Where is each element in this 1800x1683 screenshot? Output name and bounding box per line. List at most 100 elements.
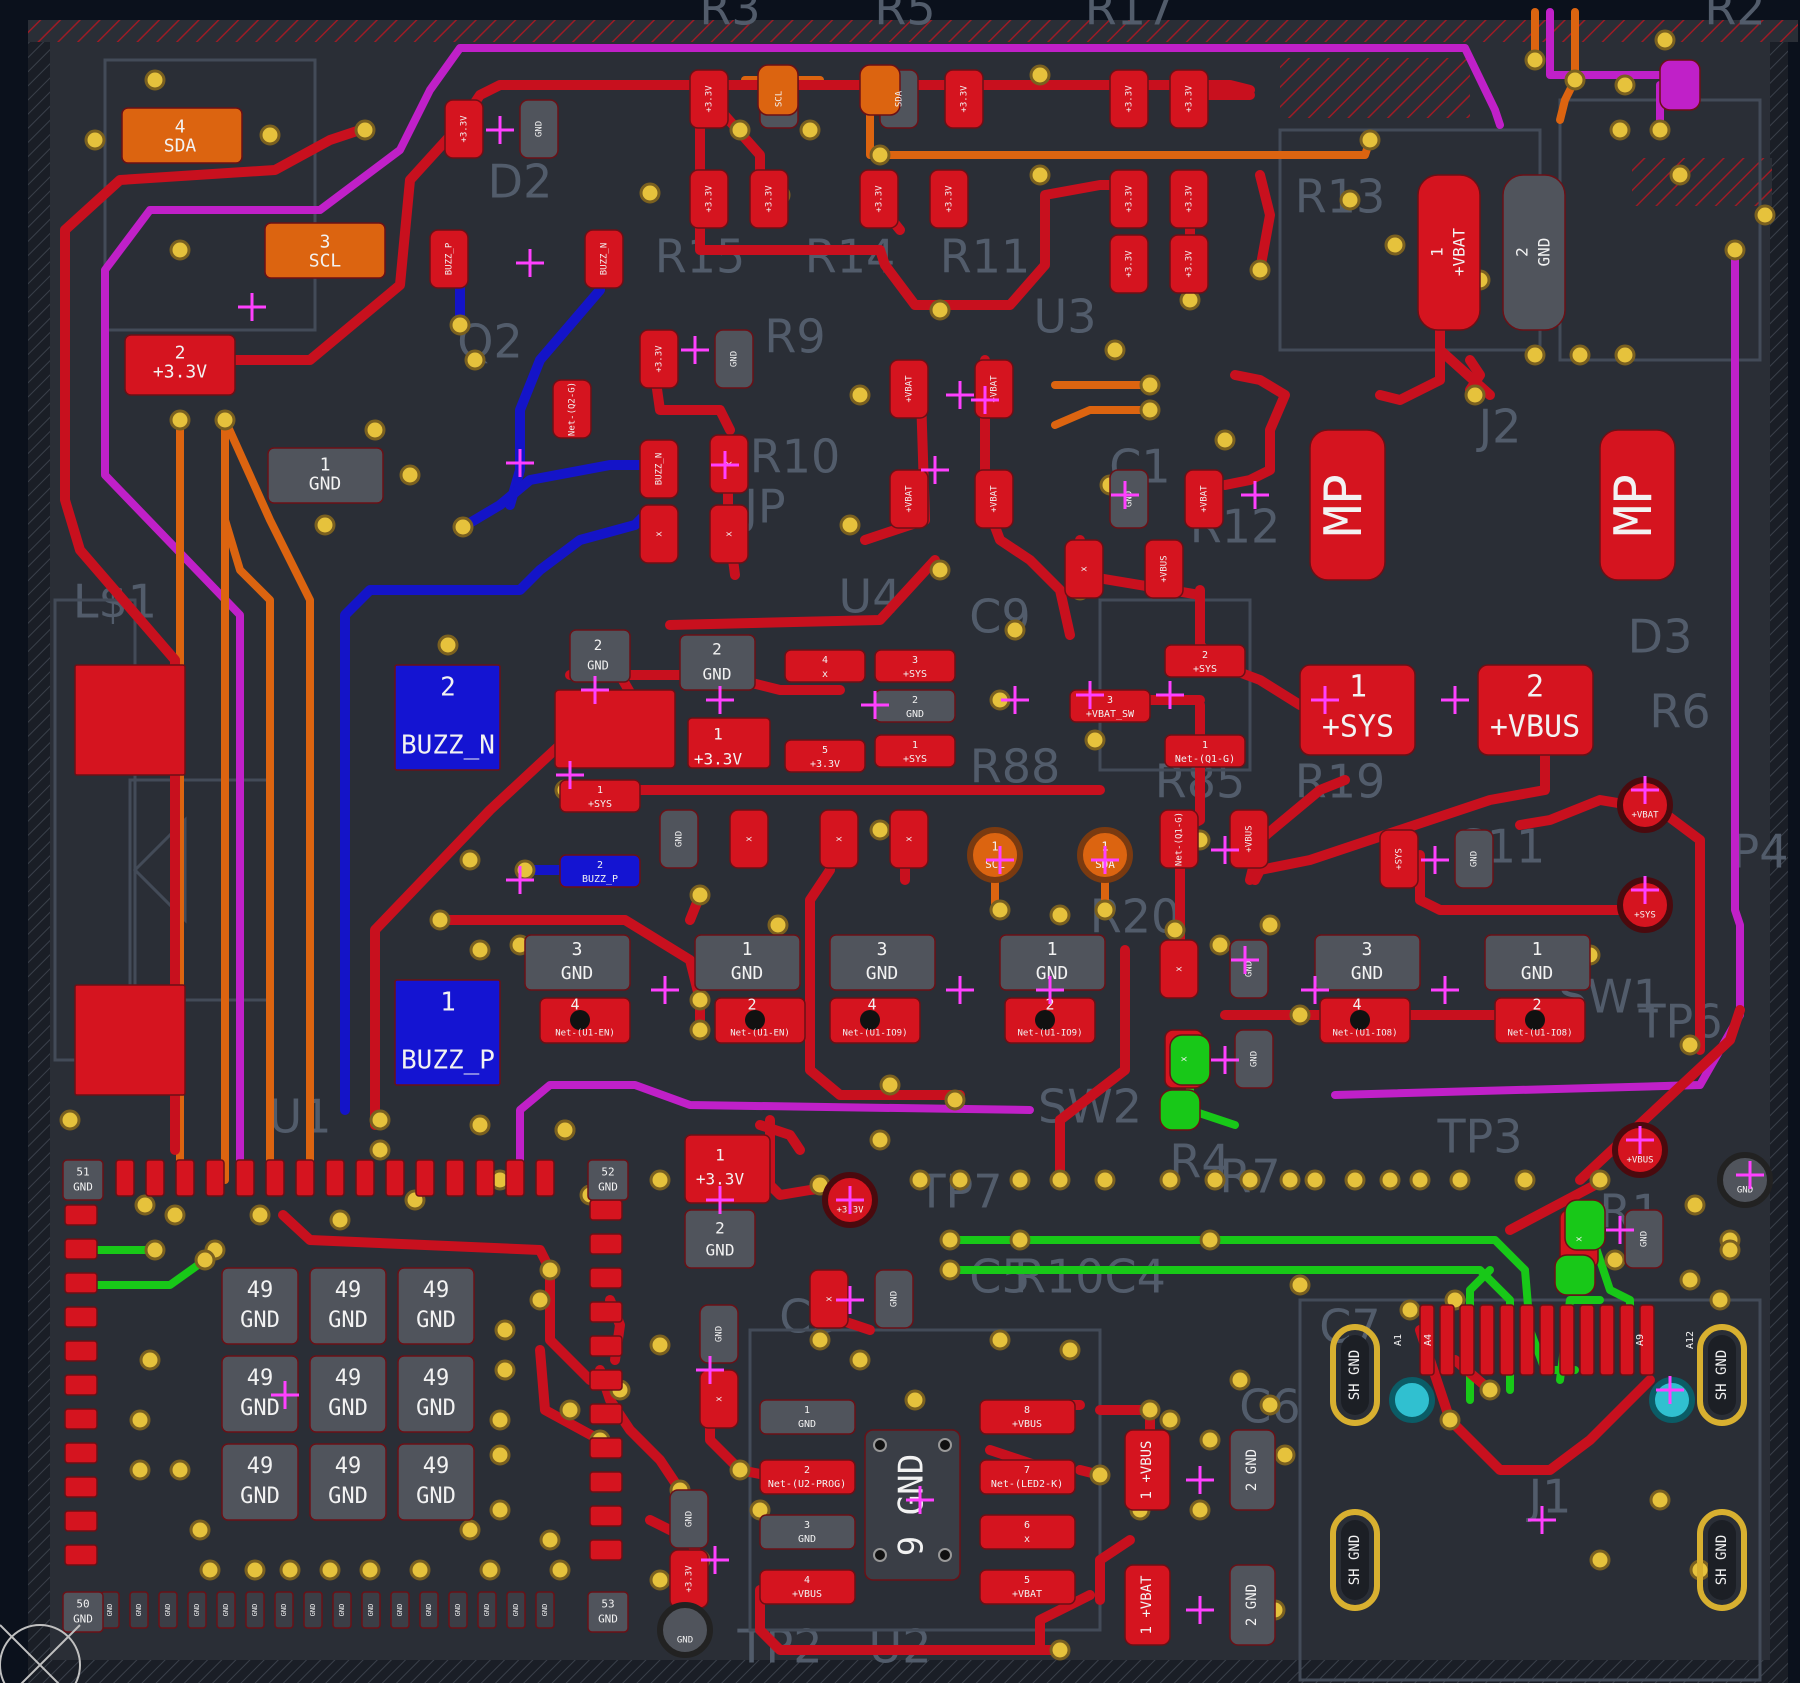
gnd-connector-pad[interactable] <box>1502 174 1566 331</box>
button-gnd-pad[interactable] <box>1484 934 1591 991</box>
module-pin-bottom[interactable] <box>390 1591 410 1629</box>
module-pin-bottom[interactable] <box>535 1591 555 1629</box>
small-pad[interactable] <box>784 739 866 773</box>
header-pad[interactable] <box>1659 59 1701 111</box>
vbat-connector-pad[interactable] <box>1417 174 1481 331</box>
u2-pin-left[interactable] <box>759 1514 856 1550</box>
gnd-test-point[interactable] <box>657 1602 713 1658</box>
module-pin-bottom[interactable] <box>477 1591 497 1629</box>
buzzer-p-pad[interactable] <box>394 979 501 1086</box>
smd-pad[interactable] <box>974 469 1014 529</box>
header-pad[interactable] <box>757 64 799 116</box>
module-pin-top[interactable] <box>235 1159 255 1197</box>
module-pin-right[interactable] <box>589 1233 623 1255</box>
vbat-cap-pad[interactable] <box>1124 1564 1171 1646</box>
usb-c-pin[interactable] <box>1459 1304 1475 1376</box>
gnd-cap-pad-2[interactable] <box>1229 1564 1276 1646</box>
module-pin-right[interactable] <box>589 1301 623 1323</box>
ic-exposed-pad[interactable] <box>864 1429 961 1581</box>
module-pin-right[interactable] <box>589 1471 623 1493</box>
module-pin-top[interactable] <box>355 1159 375 1197</box>
module-pin-left[interactable] <box>64 1306 98 1328</box>
usb-shield-pad[interactable] <box>1330 1324 1380 1426</box>
smd-pad[interactable] <box>584 229 624 289</box>
module-pin-bottom[interactable] <box>332 1591 352 1629</box>
module-pin-left[interactable] <box>64 1544 98 1566</box>
module-pin-bottom[interactable] <box>506 1591 526 1629</box>
ldo-gnd-pad[interactable] <box>679 634 756 691</box>
smd-pad[interactable] <box>1169 234 1209 294</box>
module-pin-bottom[interactable] <box>448 1591 468 1629</box>
3v3-main-pad[interactable] <box>124 334 236 396</box>
green-net-pad[interactable] <box>1554 1254 1596 1296</box>
module-pin-left[interactable] <box>64 1204 98 1226</box>
module-pin-right[interactable] <box>589 1335 623 1357</box>
small-pad[interactable] <box>559 854 641 888</box>
battery-pad-top[interactable] <box>74 664 186 776</box>
module-pin-top[interactable] <box>265 1159 285 1197</box>
smd-pad[interactable] <box>1454 829 1494 889</box>
button-gnd-pad[interactable] <box>694 934 801 991</box>
usb-shield-pad[interactable] <box>1697 1509 1747 1611</box>
small-pad[interactable] <box>784 649 866 683</box>
ldo-gnd-pad-2[interactable] <box>569 629 631 683</box>
thermal-gnd-pad[interactable] <box>309 1443 387 1521</box>
smd-pad[interactable] <box>889 469 929 529</box>
module-pin-left[interactable] <box>64 1408 98 1430</box>
module-pin-bottom[interactable] <box>129 1591 149 1629</box>
smd-pad[interactable] <box>639 329 679 389</box>
small-pad[interactable] <box>874 649 956 683</box>
smd-pad[interactable] <box>1144 539 1184 599</box>
u2-pin-right[interactable] <box>979 1399 1076 1435</box>
smd-pad[interactable] <box>519 99 559 159</box>
usb-c-pin[interactable] <box>1519 1304 1535 1376</box>
usb-c-pin[interactable] <box>1539 1304 1555 1376</box>
module-pin-top[interactable] <box>475 1159 495 1197</box>
usb-shield-pad[interactable] <box>1697 1324 1747 1426</box>
smd-pad[interactable] <box>1159 939 1199 999</box>
module-corner-pad[interactable] <box>587 1159 629 1201</box>
smd-pad[interactable] <box>639 439 679 499</box>
smd-pad[interactable] <box>1184 469 1224 529</box>
module-pin-top[interactable] <box>535 1159 555 1197</box>
module-pin-left[interactable] <box>64 1238 98 1260</box>
smd-pad[interactable] <box>859 169 899 229</box>
smd-pad[interactable] <box>1169 69 1209 129</box>
smd-pad[interactable] <box>714 329 754 389</box>
3v3-lower-pad[interactable] <box>684 1134 771 1204</box>
button-gnd-pad[interactable] <box>829 934 936 991</box>
u2-pin-left[interactable] <box>759 1459 856 1495</box>
u2-pin-right[interactable] <box>979 1459 1076 1495</box>
i2c-test-pad[interactable] <box>967 827 1023 883</box>
usb-c-pin[interactable] <box>1439 1304 1455 1376</box>
smd-pad[interactable] <box>1109 234 1149 294</box>
thermal-gnd-pad[interactable] <box>221 1443 299 1521</box>
module-pin-top[interactable] <box>325 1159 345 1197</box>
module-pin-bottom[interactable] <box>158 1591 178 1629</box>
smd-pad[interactable] <box>429 229 469 289</box>
thermal-gnd-pad[interactable] <box>397 1267 475 1345</box>
module-pin-bottom[interactable] <box>361 1591 381 1629</box>
module-pin-top[interactable] <box>415 1159 435 1197</box>
usb-c-pin[interactable] <box>1639 1304 1655 1376</box>
usb-shield-pad[interactable] <box>1330 1509 1380 1611</box>
smd-pad[interactable] <box>1109 169 1149 229</box>
module-pin-right[interactable] <box>589 1403 623 1425</box>
smd-pad[interactable] <box>1109 469 1149 529</box>
module-pin-top[interactable] <box>445 1159 465 1197</box>
smd-pad[interactable] <box>669 1489 709 1549</box>
small-pad[interactable] <box>874 734 956 768</box>
smd-pad[interactable] <box>659 809 699 869</box>
usb-c-pin[interactable] <box>1499 1304 1515 1376</box>
buzzer-n-pad[interactable] <box>394 664 501 771</box>
smd-pad[interactable] <box>874 1269 914 1329</box>
module-pin-top[interactable] <box>205 1159 225 1197</box>
mounting-pad-1[interactable] <box>1309 429 1386 581</box>
u2-pin-left[interactable] <box>759 1569 856 1605</box>
module-pin-left[interactable] <box>64 1476 98 1498</box>
smd-pad[interactable] <box>1379 829 1419 889</box>
smd-pad[interactable] <box>444 99 484 159</box>
module-pin-left[interactable] <box>64 1510 98 1532</box>
module-pin-bottom[interactable] <box>187 1591 207 1629</box>
